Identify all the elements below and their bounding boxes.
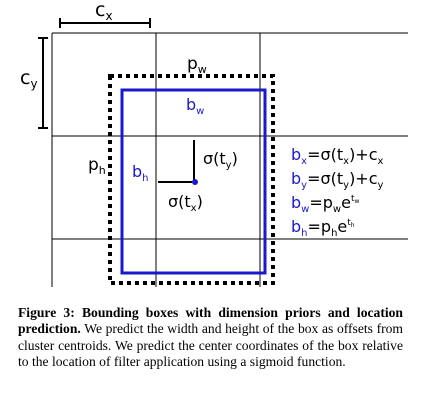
bh-label: bh <box>132 162 149 184</box>
ph-label: ph <box>88 155 106 177</box>
cx-dimension <box>59 18 151 28</box>
cy-dimension <box>38 37 48 129</box>
equation-bh: bh=pheth <box>291 217 355 239</box>
caption-label: Figure 3: <box>18 305 75 320</box>
center-point <box>192 179 198 185</box>
caption-title: Bounding boxes with dimension priors and… <box>18 305 403 337</box>
equation-bx: bx=σ(tx)+cx <box>291 145 384 167</box>
bounding-box-figure: cx cy pw ph bw bh σ(ty) σ(tx) <box>20 0 408 287</box>
sigma-ty-label: σ(ty) <box>203 149 238 171</box>
sigma-tx-label: σ(tx) <box>168 192 203 214</box>
cx-label: cx <box>95 0 113 23</box>
caption-body: We predict the width and height of the b… <box>18 321 404 370</box>
figure-caption: Figure 3: Bounding boxes with dimension … <box>18 305 403 371</box>
equations: bx=σ(tx)+cx by=σ(ty)+cy bw=pwetw bh=phet… <box>291 145 384 239</box>
predicted-box <box>120 88 267 275</box>
center-offset-lines <box>158 140 195 183</box>
equation-by: by=σ(ty)+cy <box>291 169 384 191</box>
cy-label: cy <box>20 67 38 91</box>
bw-label: bw <box>186 95 204 117</box>
pw-label: pw <box>187 54 207 76</box>
equation-bw: bw=pwetw <box>291 193 359 215</box>
prior-box <box>108 74 275 285</box>
